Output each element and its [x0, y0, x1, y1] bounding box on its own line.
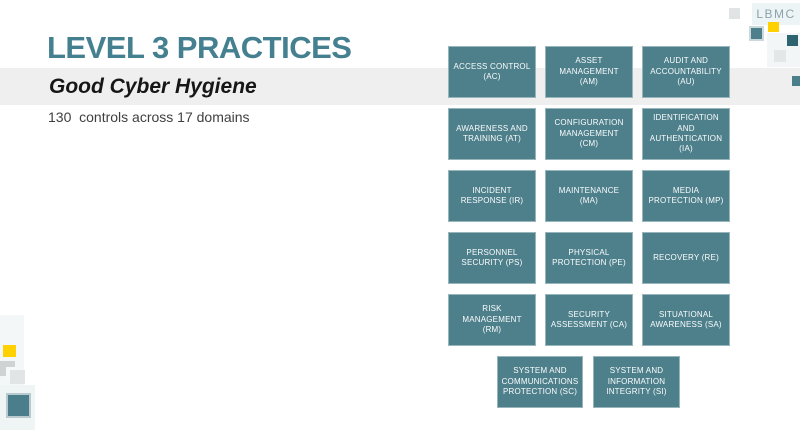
- domain-box-ps: PERSONNEL SECURITY (PS): [448, 232, 536, 284]
- decor-square-yellow-top: [768, 22, 779, 32]
- domain-box-sc: SYSTEM AND COMMUNICATIONS PROTECTION (SC…: [497, 356, 583, 408]
- domain-box-ma: MAINTENANCE (MA): [545, 170, 633, 222]
- decor-square-gray-2: [774, 50, 786, 62]
- domain-box-at: AWARENESS AND TRAINING (AT): [448, 108, 536, 160]
- decor-square-teal-edge: [792, 76, 800, 86]
- page-title: LEVEL 3 PRACTICES: [47, 30, 352, 65]
- decor-square-teal-bordered: [749, 26, 764, 41]
- domain-box-sa: SITUATIONAL AWARENESS (SA): [642, 294, 730, 346]
- decor-square-lightgray-bottom: [10, 370, 25, 384]
- decor-square-gray-1: [729, 8, 740, 19]
- domain-box-rm: RISK MANAGEMENT (RM): [448, 294, 536, 346]
- controls-summary-text: 130 controls across 17 domains: [48, 109, 250, 125]
- decor-square-yellow-bottom: [3, 345, 16, 357]
- domain-box-re: RECOVERY (RE): [642, 232, 730, 284]
- domain-box-pe: PHYSICAL PROTECTION (PE): [545, 232, 633, 284]
- domain-box-cm: CONFIGURATION MANAGEMENT (CM): [545, 108, 633, 160]
- domain-grid: ACCESS CONTROL (AC) ASSET MANAGEMENT (AM…: [448, 46, 730, 346]
- domain-box-ac: ACCESS CONTROL (AC): [448, 46, 536, 98]
- domain-box-ca: SECURITY ASSESSMENT (CA): [545, 294, 633, 346]
- domain-box-au: AUDIT AND ACCOUNTABILITY (AU): [642, 46, 730, 98]
- domain-box-ia: IDENTIFICATION AND AUTHENTICATION (IA): [642, 108, 730, 160]
- decor-square-dark-teal: [787, 35, 798, 46]
- slide-subtitle: Good Cyber Hygiene: [49, 75, 257, 98]
- domain-box-ir: INCIDENT RESPONSE (IR): [448, 170, 536, 222]
- domain-box-mp: MEDIA PROTECTION (MP): [642, 170, 730, 222]
- logo-background: [752, 3, 800, 25]
- decor-square-teal-bottom: [6, 393, 31, 418]
- lbmc-logo: LBMC: [756, 7, 796, 21]
- domain-box-si: SYSTEM AND INFORMATION INTEGRITY (SI): [593, 356, 680, 408]
- domain-box-am: ASSET MANAGEMENT (AM): [545, 46, 633, 98]
